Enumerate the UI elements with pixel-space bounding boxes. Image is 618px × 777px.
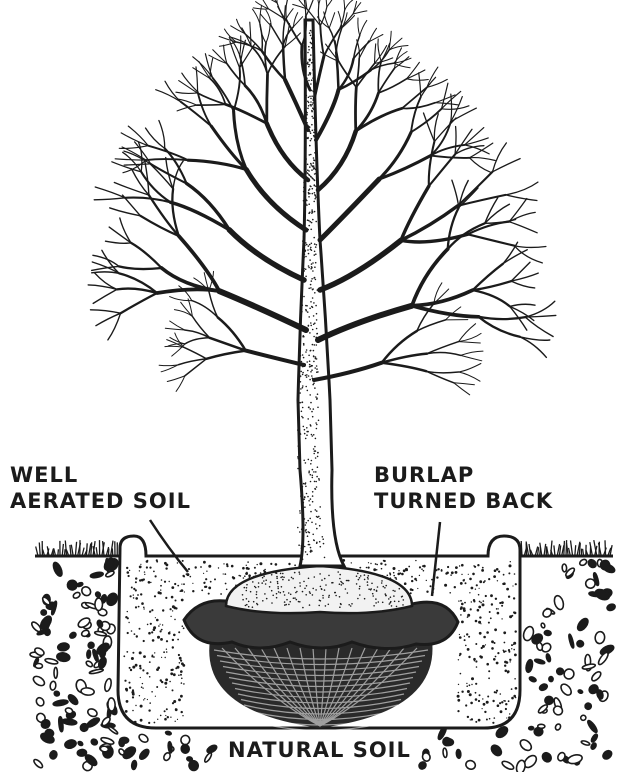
natural-soil-label: NATURAL SOIL	[222, 737, 417, 763]
burlap-label-line1: BURLAP	[374, 462, 553, 488]
well-aerated-label-line1: WELL	[10, 462, 191, 488]
well-aerated-label: WELL AERATED SOIL	[10, 462, 191, 514]
burlap-label-line2: TURNED BACK	[374, 488, 553, 514]
burlap-label: BURLAP TURNED BACK	[374, 462, 553, 514]
tree-branches	[88, 0, 556, 395]
well-aerated-label-line2: AERATED SOIL	[10, 488, 191, 514]
